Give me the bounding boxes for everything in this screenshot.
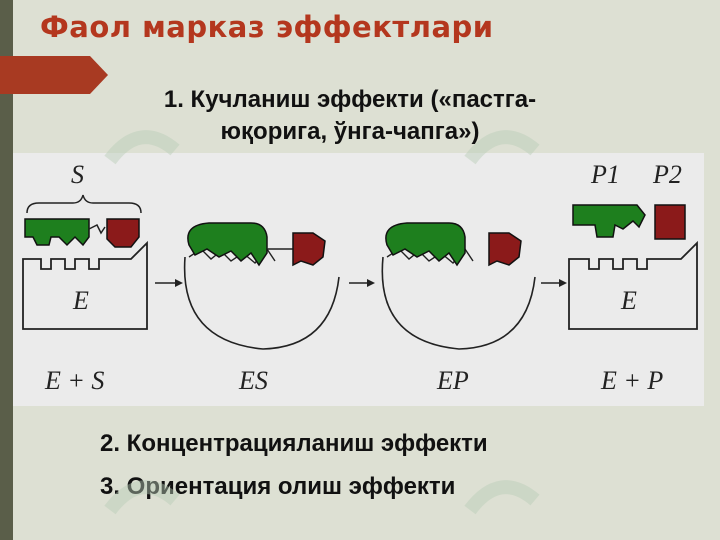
label-stage-e-plus-p: E + P bbox=[600, 366, 663, 395]
effect-concentration: 2. Концентрацияланиш эффекти bbox=[100, 430, 488, 457]
slide-title: Фаол марказ эффектлари bbox=[40, 10, 494, 44]
enzyme-diagram: S E ES EP bbox=[22, 160, 698, 395]
label-stage-es: ES bbox=[238, 366, 268, 395]
watermark-mark-4 bbox=[464, 480, 540, 515]
label-product-2: P2 bbox=[652, 160, 682, 189]
label-enzyme-1: E bbox=[72, 286, 89, 315]
label-stage-e-plus-s: E + S bbox=[44, 366, 104, 395]
ep-red-part bbox=[488, 232, 522, 267]
enzyme-ep-pocket bbox=[381, 256, 536, 350]
heading-line-2: юқорига, ўнга-чапга») bbox=[220, 118, 480, 145]
substrate-brace bbox=[26, 194, 142, 214]
product-red-p2 bbox=[654, 204, 686, 240]
effect-orientation: 3. Ориентация олиш эффекти bbox=[100, 473, 456, 500]
left-accent-strip bbox=[0, 0, 13, 540]
heading-strain-effect: 1. Кучланиш эффекти («пастга- юқорига, ў… bbox=[90, 84, 610, 148]
es-red-part bbox=[292, 232, 326, 267]
label-stage-ep: EP bbox=[436, 366, 469, 395]
substrate-red-part bbox=[106, 218, 140, 248]
es-green-part bbox=[187, 222, 268, 267]
enzyme-e-free bbox=[22, 240, 148, 330]
enzyme-diagram-panel: S E ES EP bbox=[13, 153, 704, 406]
arrow-3 bbox=[541, 279, 567, 287]
label-enzyme-2: E bbox=[620, 286, 637, 315]
product-green-p1 bbox=[572, 204, 646, 238]
arrow-2 bbox=[349, 279, 375, 287]
arrow-1 bbox=[155, 279, 183, 287]
ep-green-part bbox=[385, 222, 466, 267]
ribbon-arrow bbox=[0, 56, 108, 94]
heading-line-1: 1. Кучланиш эффекти («пастга- bbox=[163, 86, 537, 113]
enzyme-e-regenerated bbox=[568, 240, 698, 330]
substrate-green-part bbox=[24, 218, 90, 247]
label-substrate: S bbox=[71, 160, 84, 189]
substrate-bond bbox=[88, 223, 106, 235]
label-product-1: P1 bbox=[590, 160, 620, 189]
enzyme-es-pocket bbox=[183, 256, 340, 350]
